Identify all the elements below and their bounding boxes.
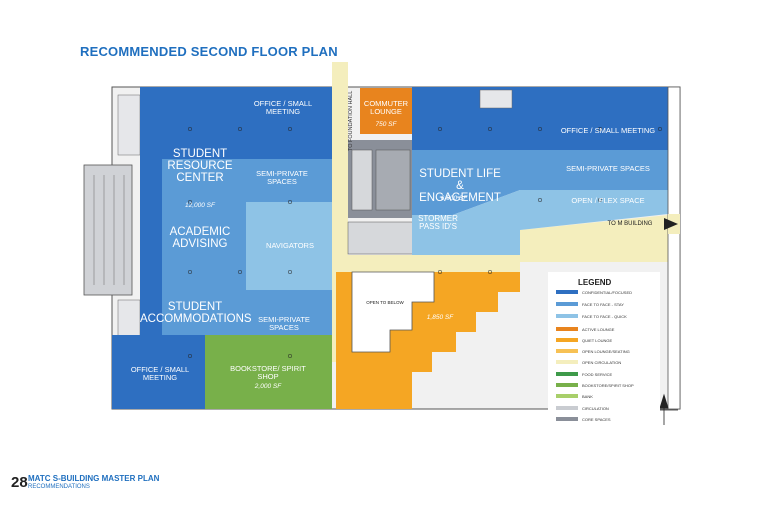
label-navigators: NAVIGATORS [266, 241, 314, 250]
zone-stormer-pass [412, 215, 520, 255]
label-open-to-below: OPEN TO BELOW [366, 300, 404, 305]
legend-swatch-open-lounge [556, 349, 578, 353]
zone-office-top [140, 87, 332, 159]
label-src-sf: 12,000 SF [185, 202, 215, 209]
label-to-m-building: TO M BUILDING [607, 221, 653, 227]
open-to-below [351, 271, 435, 353]
zone-semi-bottom [205, 290, 332, 335]
zone-office-right [412, 87, 668, 160]
legend-swatch-active-lounge [556, 327, 578, 331]
right-stair [479, 89, 513, 109]
legend-item-bookstore: BOOKSTORE/SPIRIT SHOP [582, 383, 634, 388]
legend-item-quiet-lounge: QUIET LOUNGE [582, 338, 613, 343]
zone-bookstore [205, 335, 332, 409]
column-grid [187, 126, 663, 359]
right-wall [667, 86, 681, 410]
label-semi-right: SEMI-PRIVATE SPACES [566, 164, 650, 173]
zone-elevators [347, 221, 415, 255]
legend-swatch-confidential [556, 290, 578, 294]
label-bookstore: BOOKSTORE/ SPIRIT SHOP [230, 364, 306, 381]
page-number: 28 [11, 474, 28, 491]
label-bookstore-sf: 2,000 SF [254, 383, 282, 390]
label-hall: TO FOUNDATION HALL [348, 90, 355, 152]
label-commuter-sf: 750 SF [375, 121, 397, 128]
legend-swatch-core-spaces [556, 417, 578, 421]
label-student-accommodations: STUDENT ACCOMMODATIONS [140, 301, 252, 326]
legend-item-active-lounge: ACTIVE LOUNGE [582, 327, 615, 332]
footer-title: MATC S-BUILDING MASTER PLAN [28, 474, 160, 483]
label-office-left: OFFICE / SMALL MEETING [130, 365, 190, 382]
legend-item-core-spaces: CORE SPACES [582, 417, 611, 422]
label-student-resource-center: STUDENT RESOURCE CENTER [167, 148, 233, 185]
label-lounge-sf: 1,850 SF [426, 314, 454, 321]
legend-swatch-bank [556, 394, 578, 398]
legend-swatch-quiet-lounge [556, 338, 578, 342]
label-student-life: STUDENT LIFE & ENGAGEMENT [419, 168, 501, 205]
circulation-horizontal [332, 214, 678, 272]
label-semi-bottom: SEMI-PRIVATE SPACES [258, 315, 310, 332]
label-commuter-lounge: COMMUTER LOUNGE [363, 99, 409, 116]
label-office-right: OFFICE / SMALL MEETING [560, 126, 656, 135]
core-restroom-a [351, 149, 373, 211]
legend-swatch-open-circulation [556, 360, 578, 364]
legend-swatch-face-stay [556, 302, 578, 306]
zone-office-left [112, 335, 205, 409]
legend-swatch-food-service [556, 372, 578, 376]
label-student-life-sf: 6,500 SF [440, 195, 468, 202]
label-stormer-pass: STORMER PASS ID'S [418, 214, 458, 232]
legend-item-face-quick: FACE TO FACE - QUICK [582, 314, 627, 319]
label-open-flex: OPEN / FLEX SPACE [571, 196, 645, 205]
legend-item-food-service: FOOD SERVICE [582, 372, 613, 377]
core-restroom-b [375, 149, 411, 211]
label-office-top: OFFICE / SMALL MEETING [253, 99, 313, 116]
legend-item-open-lounge: OPEN LOUNGE/SEATING [582, 349, 630, 354]
legend: LEGEND CONFIDENTIAL/FOCUSED FACE TO FACE… [548, 272, 660, 442]
left-stair-top [117, 94, 141, 156]
label-semi-top: SEMI-PRIVATE SPACES [256, 169, 308, 186]
legend-item-face-stay: FACE TO FACE - STAY [582, 302, 624, 307]
left-stair-core [83, 164, 133, 296]
label-academic-advising: ACADEMIC ADVISING [169, 226, 231, 251]
m-building-arrow-icon [664, 218, 678, 230]
zone-navigators [246, 202, 332, 290]
legend-swatch-face-quick [556, 314, 578, 318]
legend-swatch-bookstore [556, 383, 578, 387]
zone-commuter-lounge [360, 88, 412, 134]
plan-title: RECOMMENDED SECOND FLOOR PLAN [80, 44, 338, 59]
legend-item-bank: BANK [582, 394, 593, 399]
left-stair-lines [93, 175, 125, 285]
legend-item-open-circulation: OPEN CIRCULATION [582, 360, 622, 365]
legend-item-confidential: CONFIDENTIAL/FOCUSED [582, 290, 633, 295]
footer-subtitle: RECOMMENDATIONS [28, 484, 90, 490]
legend-title: LEGEND [578, 278, 612, 287]
legend-swatch-circulation [556, 406, 578, 410]
legend-item-circulation: CIRCULATION [582, 406, 609, 411]
